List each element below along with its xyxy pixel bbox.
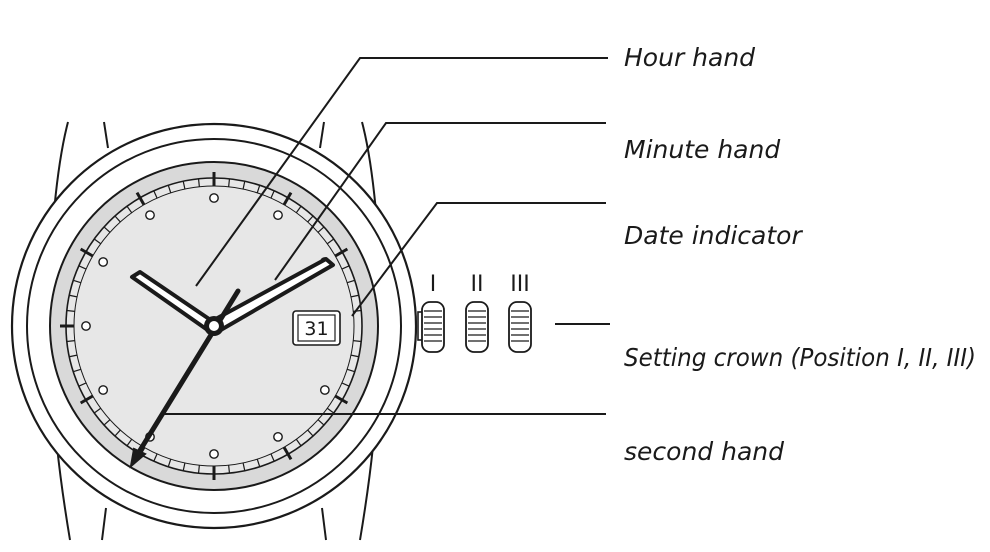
minute-tick: [114, 429, 121, 437]
hour-tick: [79, 394, 94, 405]
hour-marker-dot: [98, 385, 109, 395]
label-second-hand: second hand: [624, 437, 784, 466]
minute-tick: [182, 181, 186, 190]
hour-marker-dot: [98, 257, 109, 267]
leader-hour-hand: [195, 57, 608, 287]
minute-tick: [326, 407, 335, 414]
crown-position-3: [508, 301, 532, 353]
hands-hub: [204, 316, 224, 336]
minute-tick: [326, 238, 335, 245]
minute-tick: [93, 238, 102, 245]
minute-tick: [182, 462, 186, 471]
minute-tick: [167, 185, 172, 194]
minute-tick: [93, 407, 102, 414]
hour-tick: [334, 394, 349, 405]
hour-tick: [334, 247, 349, 258]
minute-tick: [307, 215, 314, 223]
minute-tick: [103, 419, 111, 426]
minute-tick: [317, 226, 325, 233]
minute-tick: [242, 181, 246, 190]
minute-tick: [167, 458, 172, 467]
minute-tick: [73, 279, 82, 284]
label-hour-hand: Hour hand: [624, 43, 755, 72]
minute-tick: [341, 382, 350, 387]
minute-tick: [153, 190, 158, 199]
crown-label-1: I: [430, 272, 437, 297]
hour-marker-dot: [273, 431, 283, 442]
label-date-indicator: Date indicator: [624, 221, 803, 250]
minute-tick: [346, 279, 355, 284]
crown-label-3: III: [510, 272, 529, 297]
minute-tick: [256, 185, 261, 194]
minute-tick: [66, 340, 75, 343]
hour-marker-dot: [209, 193, 219, 203]
hour-marker-dot: [319, 385, 330, 395]
minute-tick: [341, 265, 350, 270]
leader-date-indicator: [351, 202, 606, 317]
minute-tick: [197, 465, 200, 474]
hour-tick: [282, 446, 293, 461]
hour-tick: [79, 247, 94, 258]
hour-tick: [282, 191, 293, 206]
label-setting-crown: Setting crown (Position I, II, III): [624, 343, 976, 372]
leader-minute-hand: [274, 122, 606, 281]
minute-tick: [295, 205, 302, 214]
minute-track: [60, 172, 362, 480]
crown-position-2: [465, 301, 489, 353]
minute-tick: [69, 354, 78, 358]
minute-tick: [307, 429, 314, 437]
date-window: 31: [292, 310, 341, 346]
minute-tick: [78, 265, 87, 270]
minute-tick: [256, 458, 261, 467]
hour-marker-dot: [145, 210, 155, 221]
minute-tick: [126, 205, 133, 214]
crown-label-2: II: [471, 272, 484, 297]
minute-tick: [73, 368, 82, 373]
minute-tick: [228, 465, 231, 474]
minute-tick: [103, 226, 111, 233]
minute-tick: [295, 438, 302, 447]
hour-marker-dot: [209, 449, 219, 459]
minute-tick: [66, 309, 75, 312]
minute-tick: [350, 354, 359, 358]
hour-tick: [135, 191, 146, 206]
minute-tick: [228, 178, 231, 187]
minute-tick: [350, 294, 359, 298]
minute-tick: [126, 438, 133, 447]
hour-marker-dot: [81, 321, 91, 331]
minute-tick: [346, 368, 355, 373]
minute-tick: [270, 453, 275, 462]
crown-position-1: [417, 301, 445, 353]
minute-tick: [242, 462, 246, 471]
second-hand: [129, 288, 241, 469]
minute-tick: [153, 453, 158, 462]
date-value: 31: [304, 318, 328, 340]
minute-tick: [114, 215, 121, 223]
minute-tick: [270, 190, 275, 199]
hour-marker-dot: [273, 210, 283, 221]
minute-tick: [197, 178, 200, 187]
minute-tick: [317, 419, 325, 426]
label-minute-hand: Minute hand: [624, 135, 780, 164]
minute-tick: [78, 382, 87, 387]
leader-lines: [164, 57, 610, 415]
minute-tick: [69, 294, 78, 298]
minute-tick: [353, 340, 362, 343]
